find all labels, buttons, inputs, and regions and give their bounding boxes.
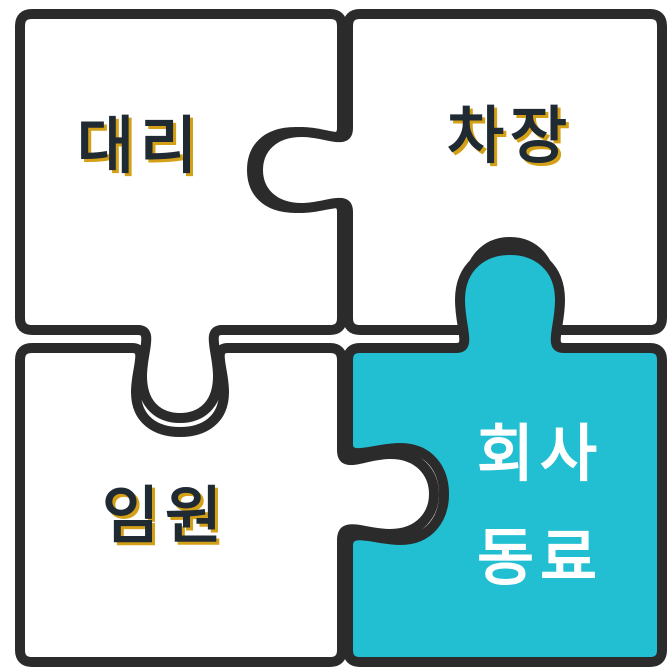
label-bottom-left: 임원 xyxy=(102,479,228,552)
label-top-right-shadow: 차장 xyxy=(450,102,576,175)
label-bottom-left-shadow: 임원 xyxy=(105,482,231,555)
label-group-bottom-right: 회사 동료 xyxy=(477,417,603,594)
label-top-left: 대리 xyxy=(77,109,203,182)
label-bottom-right-line1: 회사 xyxy=(477,417,603,490)
label-group-bottom-left: 임원 임원 xyxy=(102,479,231,555)
piece-top-right xyxy=(253,9,667,335)
label-group-top-right: 차장 차장 xyxy=(447,99,576,175)
label-top-right: 차장 xyxy=(447,99,573,172)
label-group-top-left: 대리 대리 xyxy=(77,109,206,185)
piece-bottom-right xyxy=(343,245,667,667)
label-top-left-shadow: 대리 xyxy=(80,112,206,185)
label-bottom-right-line2: 동료 xyxy=(477,521,603,594)
piece-bottom-left xyxy=(15,343,439,667)
